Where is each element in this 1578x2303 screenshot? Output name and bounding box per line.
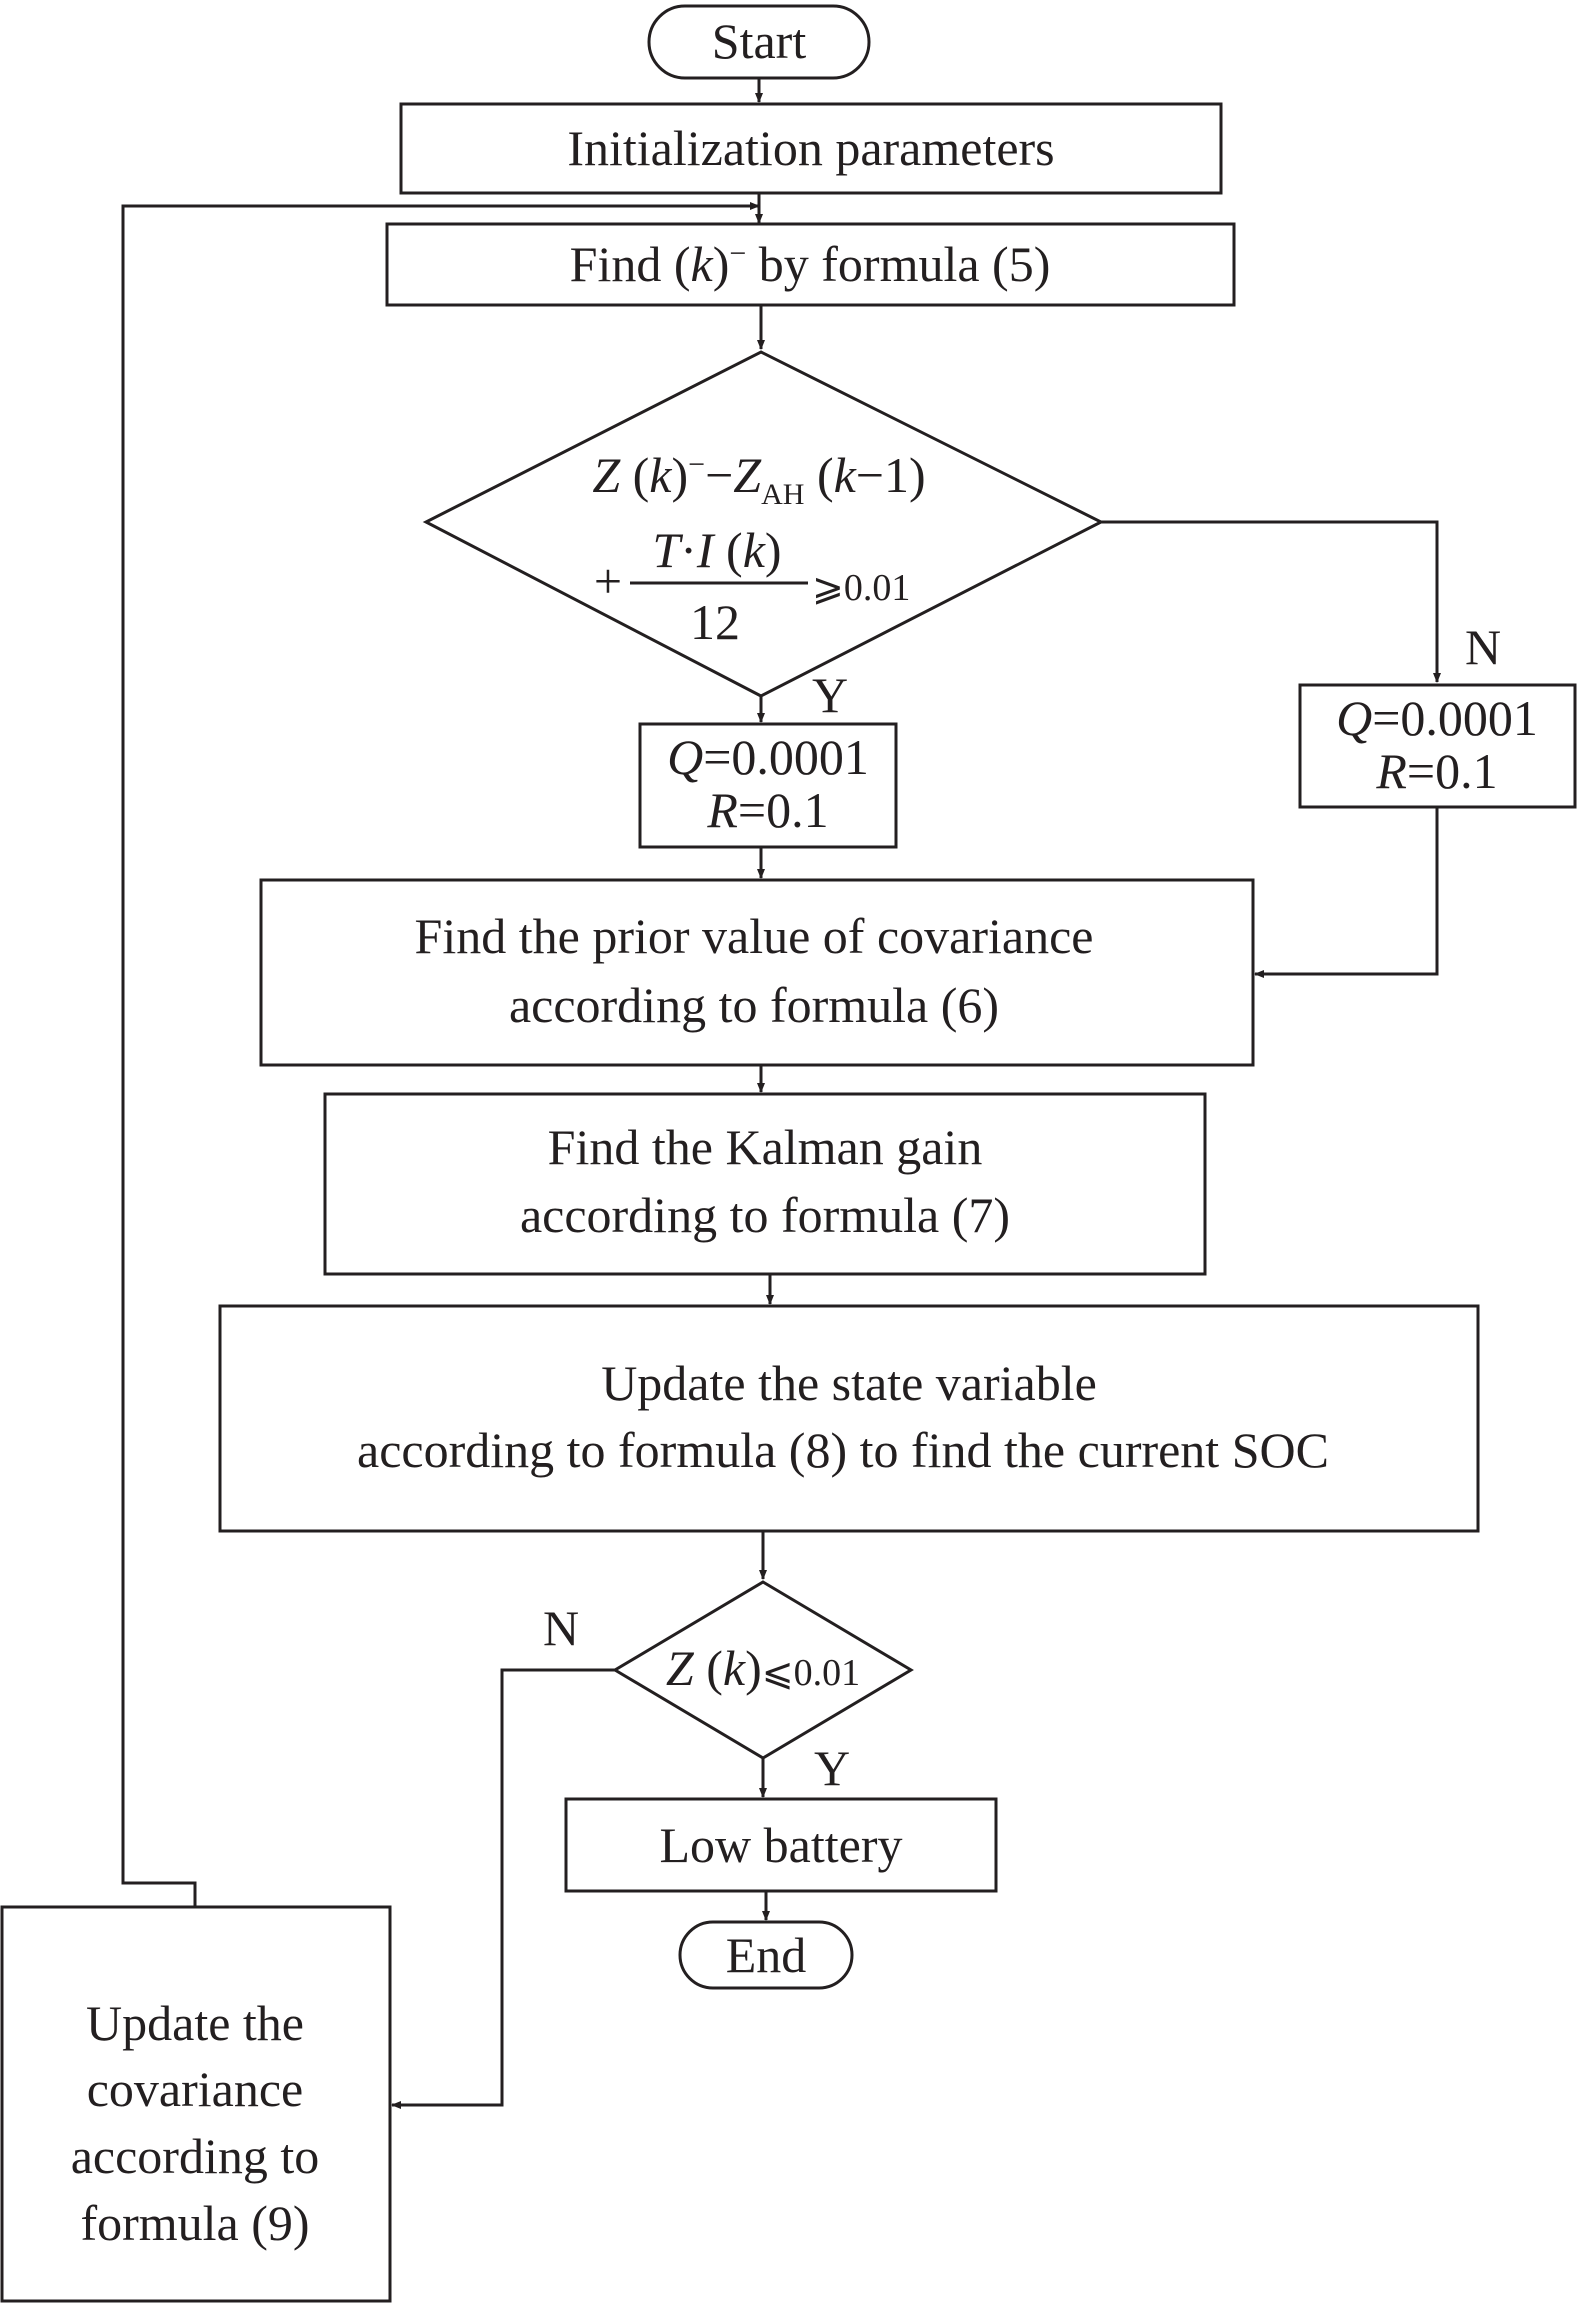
- decision1-yes-label: Y: [812, 667, 848, 723]
- find-k-rest: by formula (5): [746, 236, 1050, 292]
- decision1-numerator: T·I (k): [652, 522, 781, 578]
- kalman-gain-line2: according to formula (7): [520, 1187, 1010, 1243]
- decision1-no-label: N: [1465, 619, 1501, 675]
- find-k-sup: −: [729, 237, 746, 270]
- update-covariance-box: [0, 1905, 392, 2303]
- kalman-gain-line1: Find the Kalman gain: [548, 1119, 983, 1175]
- find-k-box: [385, 222, 1236, 307]
- qr-box-no-q: Q=0.0001: [1336, 690, 1538, 746]
- update-state-line2: according to formula (8) to find the cur…: [357, 1422, 1329, 1478]
- connector-qr-no-prior: [1254, 807, 1439, 978]
- find-k-prefix: Find (: [570, 236, 691, 292]
- connector-decision2-no: [391, 1668, 615, 2109]
- update-covariance-line1: Update the: [86, 1995, 304, 2051]
- decision1-denominator: 12: [690, 594, 740, 650]
- low-battery-box: [564, 1797, 998, 1893]
- update-state-line1: Update the state variable: [601, 1355, 1097, 1411]
- decision1-condition: ⩾0.01: [812, 567, 910, 609]
- prior-covariance-line1: Find the prior value of covariance: [415, 908, 1094, 964]
- decision1-line1: Z (k)−−ZAH (k−1): [592, 447, 925, 511]
- end-label: End: [726, 1927, 807, 1983]
- decision2-yes-label: Y: [814, 1740, 850, 1796]
- end-terminal: [678, 1920, 854, 1990]
- init-box: [399, 102, 1223, 195]
- decision2-label: Z (k)⩽0.01: [666, 1640, 860, 1696]
- update-covariance-line3: according to: [71, 2128, 320, 2184]
- prior-covariance-line2: according to formula (6): [509, 977, 999, 1033]
- qr-box-no: [1298, 683, 1577, 809]
- qr-box-yes-r: R=0.1: [706, 782, 828, 838]
- prior-covariance-box: [259, 878, 1255, 1067]
- find-k-paren: ): [713, 236, 730, 292]
- start-label: Start: [712, 13, 807, 69]
- init-label: Initialization parameters: [567, 120, 1054, 176]
- update-covariance-line4: formula (9): [80, 2195, 309, 2251]
- find-k-var: k: [691, 236, 714, 292]
- connector-decision1-no: [1101, 520, 1441, 683]
- qr-box-no-r: R=0.1: [1375, 743, 1497, 799]
- connector-loop-back: [121, 202, 760, 1907]
- low-battery-label: Low battery: [660, 1817, 903, 1873]
- decision1-plus: +: [594, 553, 622, 609]
- qr-box-yes: [638, 722, 898, 849]
- find-k-label: Find (k)− by formula (5): [570, 236, 1051, 292]
- update-covariance-line2: covariance: [87, 2061, 304, 2117]
- kalman-gain-box: [323, 1092, 1207, 1276]
- qr-box-yes-q: Q=0.0001: [667, 729, 869, 785]
- decision2-no-label: N: [543, 1600, 579, 1656]
- update-state-box: [218, 1304, 1480, 1533]
